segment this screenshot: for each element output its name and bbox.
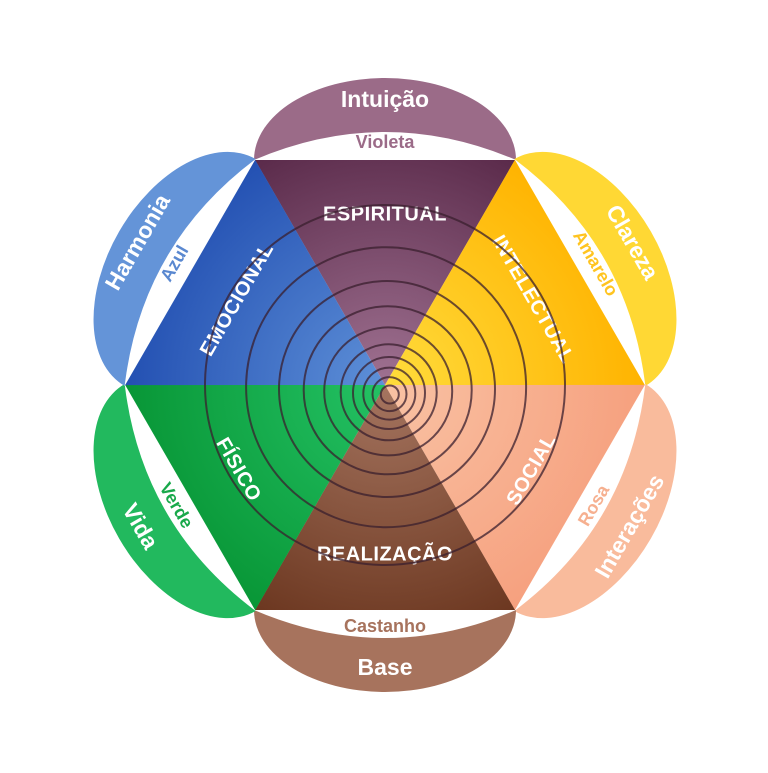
spiral-ring bbox=[339, 343, 438, 442]
petal-inner-band bbox=[254, 132, 516, 160]
triangle-social: SOCIAL bbox=[385, 384, 645, 611]
spiral-ring bbox=[362, 366, 417, 421]
triangle-shape bbox=[125, 159, 385, 386]
petal-castanho: Base Castanho bbox=[254, 610, 516, 692]
spiral-ring bbox=[204, 204, 566, 566]
spiral-ring bbox=[352, 356, 426, 430]
petal-inner-band bbox=[254, 610, 516, 638]
spiral-ring bbox=[371, 376, 408, 413]
triangle-shape bbox=[385, 384, 645, 611]
triangle-intelectual: INTELECTUAL bbox=[385, 159, 645, 386]
spiral-ring bbox=[302, 305, 473, 476]
petal-color-name: Castanho bbox=[344, 616, 426, 636]
triangle-label: ESPIRITUAL bbox=[323, 203, 447, 225]
spiral-circles bbox=[204, 204, 566, 566]
spiral-ring bbox=[379, 384, 400, 405]
spiral-ring bbox=[278, 280, 496, 498]
petal-color-name: Violeta bbox=[356, 132, 416, 152]
triangle-label: REALIZAÇÃO bbox=[317, 542, 453, 565]
triangle-emocional: EMOCIONAL bbox=[125, 159, 385, 386]
petal-outer-label: Base bbox=[358, 654, 413, 680]
spiral-ring bbox=[323, 326, 454, 457]
petal-outer-label: Intuição bbox=[341, 86, 429, 112]
triangle-shape bbox=[385, 159, 645, 386]
spiral-ring bbox=[245, 246, 528, 529]
